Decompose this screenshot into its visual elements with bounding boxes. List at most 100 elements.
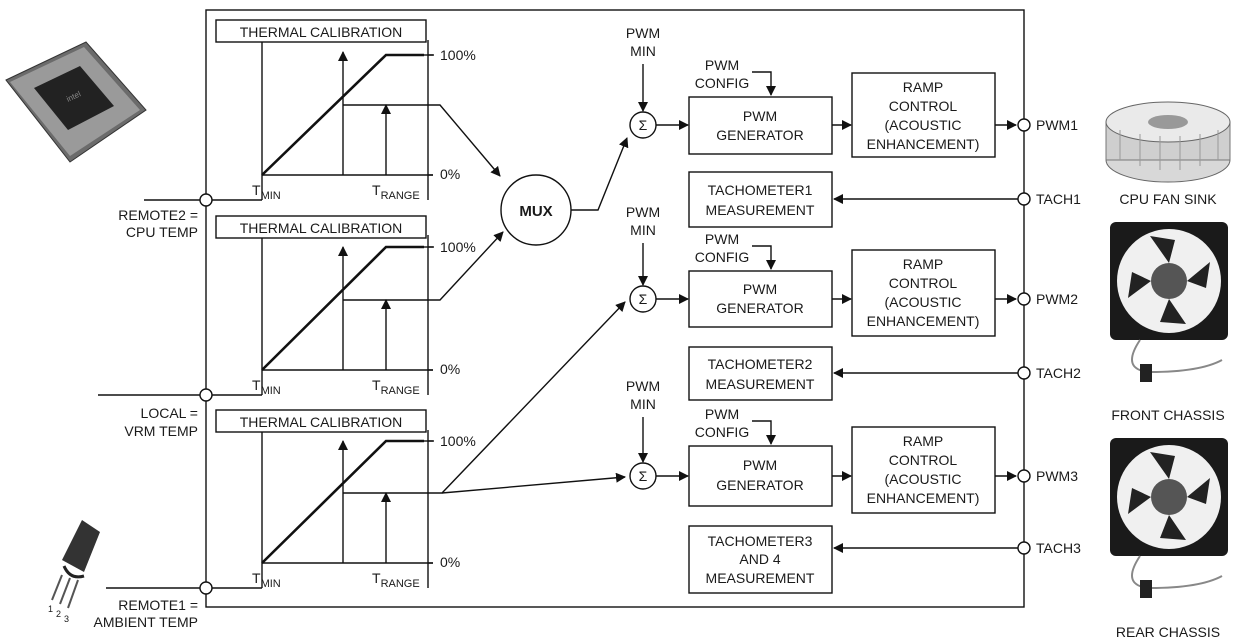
pwm-min-label-2: MIN (630, 43, 656, 59)
t-range-label: TRANGE (372, 182, 420, 202)
ramp-control (851, 72, 996, 158)
local-label-1: LOCAL = (141, 405, 198, 421)
svg-text:3: 3 (64, 614, 69, 624)
t-range-label: TRANGE (372, 377, 420, 397)
svg-text:(ACOUSTIC: (ACOUSTIC (885, 294, 962, 310)
ramp-control (851, 426, 996, 514)
pwm-channel-3: PWM MIN Σ PWM CONFIG PWM GENERATOR RAMP … (626, 378, 1081, 594)
cpu-fan-sink-image (1105, 101, 1231, 183)
svg-text:ENHANCEMENT): ENHANCEMENT) (867, 136, 980, 152)
svg-text:RAMP: RAMP (903, 256, 943, 272)
svg-text:GENERATOR: GENERATOR (716, 127, 803, 143)
t-min-label: TMIN (252, 570, 281, 590)
svg-text:CONFIG: CONFIG (695, 249, 749, 265)
tach1-label: TACH1 (1036, 191, 1081, 207)
svg-text:TACHOMETER3: TACHOMETER3 (708, 533, 813, 549)
local-pin (199, 388, 213, 402)
svg-text:RAMP: RAMP (903, 433, 943, 449)
remote2-label-1: REMOTE2 = (118, 207, 198, 223)
front-chassis-fan-image (1110, 222, 1228, 382)
svg-text:PWM: PWM (626, 204, 660, 220)
pct-0: 0% (440, 554, 460, 570)
pwm1-label: PWM1 (1036, 117, 1078, 133)
pwm-channel-2: PWM MIN Σ PWM CONFIG PWM GENERATOR RAMP … (626, 204, 1081, 401)
pwm-channel-1: PWM MIN Σ PWM CONFIG PWM GENERATOR RAMP … (626, 25, 1081, 228)
svg-text:PWM: PWM (705, 406, 739, 422)
chip-boundary (205, 9, 1025, 608)
front-chassis-label: FRONT CHASSIS (1111, 407, 1224, 423)
transistor-sensor-image: 1 2 3 (48, 520, 100, 624)
pwm-generator (688, 96, 833, 155)
pwm3-pin (1017, 469, 1031, 483)
pct-0: 0% (440, 166, 460, 182)
pwm1-pin (1017, 118, 1031, 132)
pwm-generator (688, 270, 833, 328)
svg-text:MIN: MIN (630, 222, 656, 238)
tach1-pin (1017, 192, 1031, 206)
svg-text:CONFIG: CONFIG (695, 424, 749, 440)
svg-text:(ACOUSTIC: (ACOUSTIC (885, 117, 962, 133)
pwm3-label: PWM3 (1036, 468, 1078, 484)
remote1-label-2: AMBIENT TEMP (93, 614, 198, 630)
thermal-calibration-3: THERMAL CALIBRATION 100% 0% TMIN TRANGE (212, 301, 626, 590)
cpu-chip-image: intel (5, 41, 147, 163)
tach3-pin (1017, 541, 1031, 555)
pct-100: 100% (440, 47, 476, 63)
mux-label: MUX (519, 203, 552, 220)
svg-text:GENERATOR: GENERATOR (716, 300, 803, 316)
thermal-calibration-title: THERMAL CALIBRATION (240, 220, 403, 236)
t-min-label: TMIN (252, 377, 281, 397)
svg-text:(ACOUSTIC: (ACOUSTIC (885, 471, 962, 487)
pwm-min-label-1: PWM (626, 25, 660, 41)
svg-text:AND 4: AND 4 (739, 551, 780, 567)
remote2-label-2: CPU TEMP (126, 224, 198, 240)
tach2-label: TACH2 (1036, 365, 1081, 381)
svg-text:PWM: PWM (743, 457, 777, 473)
remote1-label-1: REMOTE1 = (118, 597, 198, 613)
svg-text:TACHOMETER1: TACHOMETER1 (708, 182, 813, 198)
cpu-fan-sink-label: CPU FAN SINK (1119, 191, 1217, 207)
svg-text:PWM: PWM (743, 108, 777, 124)
thermal-calibration-title: THERMAL CALIBRATION (240, 24, 403, 40)
svg-text:PWM: PWM (705, 231, 739, 247)
svg-text:TACHOMETER2: TACHOMETER2 (708, 356, 813, 372)
svg-text:RAMP: RAMP (903, 79, 943, 95)
svg-text:Σ: Σ (639, 468, 648, 484)
pwm-generator (688, 445, 833, 507)
pct-100: 100% (440, 433, 476, 449)
tachometer2-measurement (688, 346, 833, 401)
rear-chassis-label: REAR CHASSIS (1116, 624, 1220, 640)
local-label-2: VRM TEMP (124, 423, 198, 439)
sum-symbol: Σ (639, 117, 648, 133)
remote1-pin (199, 581, 213, 595)
svg-text:GENERATOR: GENERATOR (716, 477, 803, 493)
svg-text:PWM: PWM (743, 281, 777, 297)
rear-chassis-fan-image (1110, 438, 1228, 598)
pwm-config-label-1: PWM (705, 57, 739, 73)
svg-text:Σ: Σ (639, 291, 648, 307)
tachometer3-measurement (688, 525, 833, 594)
thermal-calibration-title: THERMAL CALIBRATION (240, 414, 403, 430)
svg-text:CONTROL: CONTROL (889, 275, 958, 291)
t-min-label: TMIN (252, 182, 281, 202)
mux-output-line (571, 137, 629, 211)
tach3-label: TACH3 (1036, 540, 1081, 556)
ramp-control (851, 249, 996, 337)
svg-text:MIN: MIN (630, 396, 656, 412)
thermal-calibration-2: THERMAL CALIBRATION 100% 0% TMIN TRANGE (212, 215, 504, 397)
svg-text:CONTROL: CONTROL (889, 452, 958, 468)
svg-text:2: 2 (56, 609, 61, 619)
svg-text:MEASUREMENT: MEASUREMENT (706, 570, 815, 586)
pwm2-pin (1017, 292, 1031, 306)
svg-text:MEASUREMENT: MEASUREMENT (706, 376, 815, 392)
tachometer1-measurement (688, 171, 833, 228)
svg-text:ENHANCEMENT): ENHANCEMENT) (867, 313, 980, 329)
pct-100: 100% (440, 239, 476, 255)
svg-text:1: 1 (48, 604, 53, 614)
pwm-config-label-2: CONFIG (695, 75, 749, 91)
tach2-pin (1017, 366, 1031, 380)
pwm2-label: PWM2 (1036, 291, 1078, 307)
t-range-label: TRANGE (372, 570, 420, 590)
remote2-pin (199, 193, 213, 207)
thermal-calibration-1: THERMAL CALIBRATION 100% 0% TMIN TRANGE (212, 19, 501, 202)
